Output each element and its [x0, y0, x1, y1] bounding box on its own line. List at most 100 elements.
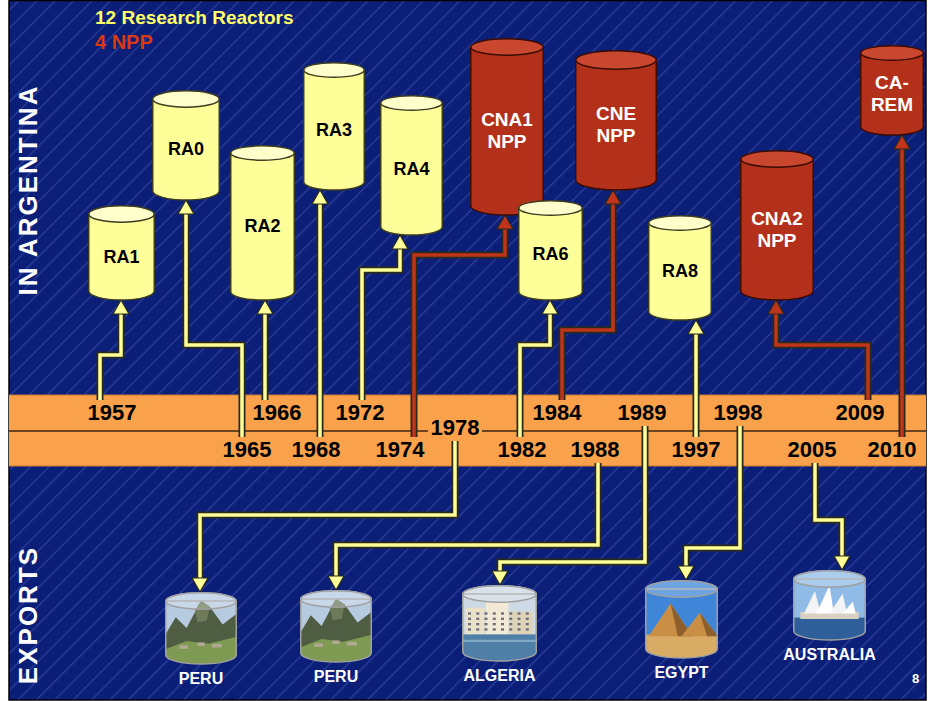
- cylinder-top: [794, 571, 866, 588]
- arrow-line: [318, 201, 322, 437]
- cylinder-body: [519, 208, 583, 300]
- section-heading: EXPORTS: [14, 546, 43, 684]
- year-marker: 1982: [495, 437, 550, 463]
- reactor-cylinder: CNA2 NPP: [740, 150, 814, 300]
- reactor-name: CNA1 NPP: [475, 109, 539, 153]
- cylinder-top: [741, 151, 814, 168]
- timeline-arrow: [894, 135, 910, 437]
- photo-shape: [510, 612, 533, 635]
- arrow-outline: [815, 463, 842, 559]
- cylinder-top: [381, 96, 443, 111]
- cylinder-body: [741, 159, 814, 300]
- timeline-arrow: [100, 300, 129, 400]
- photo-shape: [485, 623, 488, 625]
- arrow-line: [815, 463, 842, 559]
- navy-ground: [9, 0, 926, 700]
- photo-shape: [165, 592, 237, 664]
- year-marker: 1978: [428, 415, 483, 441]
- photo-shape: [526, 618, 529, 620]
- photo-shape: [486, 602, 509, 635]
- year-marker: 1997: [669, 437, 724, 463]
- arrow-outline: [262, 311, 269, 400]
- photo-shape: [509, 618, 512, 620]
- photo-shape: [300, 635, 372, 662]
- arrow-line: [900, 146, 904, 437]
- country-photo: [300, 590, 372, 662]
- arrow-outline: [414, 226, 505, 437]
- arrow-outline: [776, 311, 868, 400]
- photo-shape: [468, 612, 471, 614]
- photo-shape: [300, 590, 372, 662]
- photo-cylinder: [300, 590, 372, 662]
- photo-shape: [300, 599, 372, 662]
- year-marker: 2010: [865, 437, 920, 463]
- cylinder-body: [381, 103, 443, 235]
- arrow-outline: [100, 311, 121, 400]
- photo-cylinder: [165, 592, 237, 664]
- photo-shape: [165, 637, 237, 664]
- section-heading: IN ARGENTINA: [14, 85, 43, 296]
- timeline-arrow: [362, 235, 408, 400]
- photo-shape: [466, 608, 485, 635]
- country-name: PERU: [314, 668, 358, 686]
- year-marker: 1968: [289, 437, 344, 463]
- photo-shape: [501, 623, 504, 625]
- country-name: PERU: [179, 670, 223, 688]
- year-label: 1984: [533, 401, 582, 425]
- photo-shape: [212, 644, 222, 648]
- year-label: 1997: [672, 438, 721, 462]
- arrow-outline: [693, 331, 700, 437]
- year-marker: 1988: [568, 437, 623, 463]
- cylinder-top: [89, 206, 155, 223]
- cylinder-body: [471, 47, 544, 215]
- photo-shape: [509, 623, 512, 625]
- cylinder-body: [89, 214, 155, 300]
- cylinder-top: [471, 39, 544, 56]
- reactor-name: RA0: [168, 139, 204, 160]
- arrow-head: [688, 320, 704, 334]
- arrow-line: [776, 311, 868, 400]
- year-label: 1988: [571, 438, 620, 462]
- arrow-head: [605, 190, 621, 204]
- arrow-line: [263, 311, 267, 400]
- country-photo: [462, 585, 537, 661]
- cylinder-top: [301, 591, 372, 608]
- year-label: 1998: [714, 401, 763, 425]
- timeline-arrow: [815, 463, 850, 570]
- export-cylinder: PERU: [165, 592, 237, 664]
- reactor-name: RA1: [103, 247, 139, 268]
- cylinder-top: [576, 51, 657, 70]
- arrow-head: [894, 135, 910, 149]
- year-label: 2005: [788, 438, 837, 462]
- reactor-name: RA6: [532, 244, 568, 265]
- band-edge: [9, 466, 926, 467]
- cylinder-outline: [463, 594, 537, 661]
- photo-shape: [462, 640, 537, 642]
- cylinder-top: [861, 46, 924, 61]
- reactor-name: CA-REM: [865, 72, 919, 116]
- country-name: ALGERIA: [464, 667, 536, 685]
- photo-shape: [485, 618, 488, 620]
- photo-shape: [518, 612, 521, 614]
- reactor-cylinder: CNA1 NPP: [470, 38, 544, 215]
- photo-shape: [509, 628, 512, 630]
- photo-shape: [830, 594, 848, 614]
- timeline-arrow: [768, 300, 868, 400]
- year-label: 2010: [868, 438, 917, 462]
- cylinder-outline: [794, 579, 866, 640]
- photo-shape: [165, 601, 237, 664]
- year-label: 1965: [223, 438, 272, 462]
- reactor-cylinder: RA1: [88, 205, 155, 300]
- photo-shape: [843, 602, 856, 614]
- photo-cylinder: [645, 580, 718, 658]
- timeline-arrow: [192, 441, 455, 592]
- photo-shape: [526, 612, 529, 614]
- year-marker: 2005: [785, 437, 840, 463]
- reactor-cylinder: CA-REM: [860, 45, 924, 135]
- reactor-name: RA2: [244, 216, 280, 237]
- photo-shape: [501, 628, 504, 630]
- cylinder-top: [304, 63, 365, 78]
- page-number: 8: [912, 672, 919, 686]
